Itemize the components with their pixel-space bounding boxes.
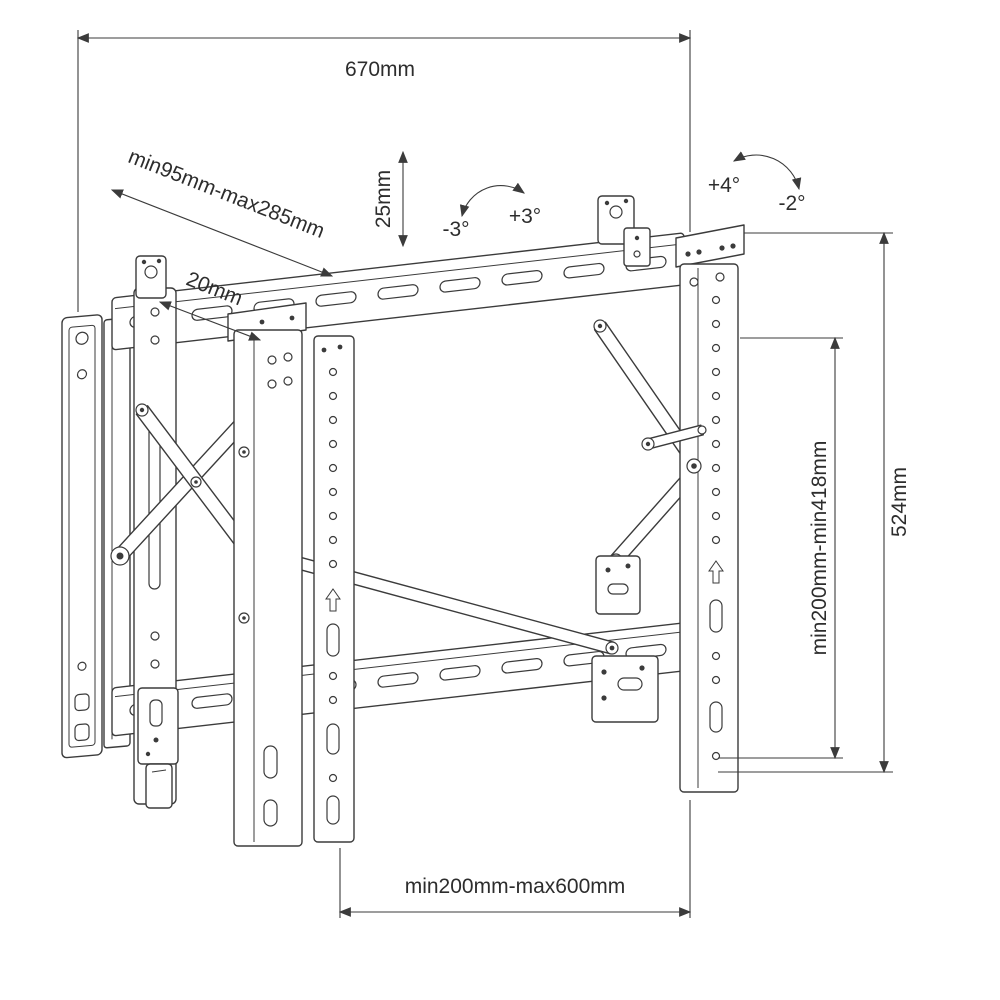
pivot-pin bbox=[641, 424, 707, 474]
dim-total-height: 524mm bbox=[718, 231, 911, 774]
dim-vesa-vertical: min200mm-min418mm bbox=[718, 336, 843, 760]
tilt-annotation: -3° +3° bbox=[442, 182, 541, 241]
dim-label-height-adjust: 25mm bbox=[372, 170, 395, 228]
dim-label-total-height: 524mm bbox=[888, 467, 911, 537]
swivel-label-minus: -2° bbox=[778, 192, 805, 215]
right-bottom-bracket bbox=[591, 655, 659, 723]
center-strip-hole-pattern bbox=[328, 367, 338, 569]
up-arrow-mark bbox=[708, 560, 724, 584]
right-mid-plate bbox=[595, 555, 641, 615]
up-arrow-mark bbox=[325, 588, 341, 612]
tilt-label-plus: +3° bbox=[509, 205, 541, 228]
dim-label-total-width: 670mm bbox=[345, 58, 415, 81]
left-top-bracket bbox=[135, 255, 167, 299]
dim-label-depth-range: min95mm-max285mm bbox=[125, 145, 328, 243]
left-bottom-bracket bbox=[137, 687, 179, 809]
dim-height-adjust: 25mm bbox=[372, 150, 408, 248]
right-column bbox=[675, 224, 745, 793]
wall-plate bbox=[61, 314, 103, 759]
swivel-annotation: +4° -2° bbox=[708, 151, 806, 215]
dim-label-vesa-vertical: min200mm-min418mm bbox=[808, 441, 831, 656]
dim-vesa-horizontal: min200mm-max600mm bbox=[338, 800, 692, 918]
tilt-label-minus: -3° bbox=[442, 218, 469, 241]
center-vesa-strip bbox=[313, 335, 355, 843]
left-scissor-arms bbox=[110, 402, 262, 566]
dim-label-vesa-horizontal: min200mm-max600mm bbox=[405, 875, 626, 898]
dim-total-width: 670mm bbox=[76, 30, 692, 312]
right-column-hole-pattern bbox=[711, 295, 721, 545]
center-column bbox=[227, 302, 307, 847]
long-support-arm bbox=[255, 545, 619, 655]
right-brackets bbox=[591, 195, 659, 723]
right-clamp-bracket bbox=[623, 227, 651, 267]
wall-plate-inner-strip bbox=[103, 317, 131, 749]
swivel-label-plus: +4° bbox=[708, 174, 740, 197]
